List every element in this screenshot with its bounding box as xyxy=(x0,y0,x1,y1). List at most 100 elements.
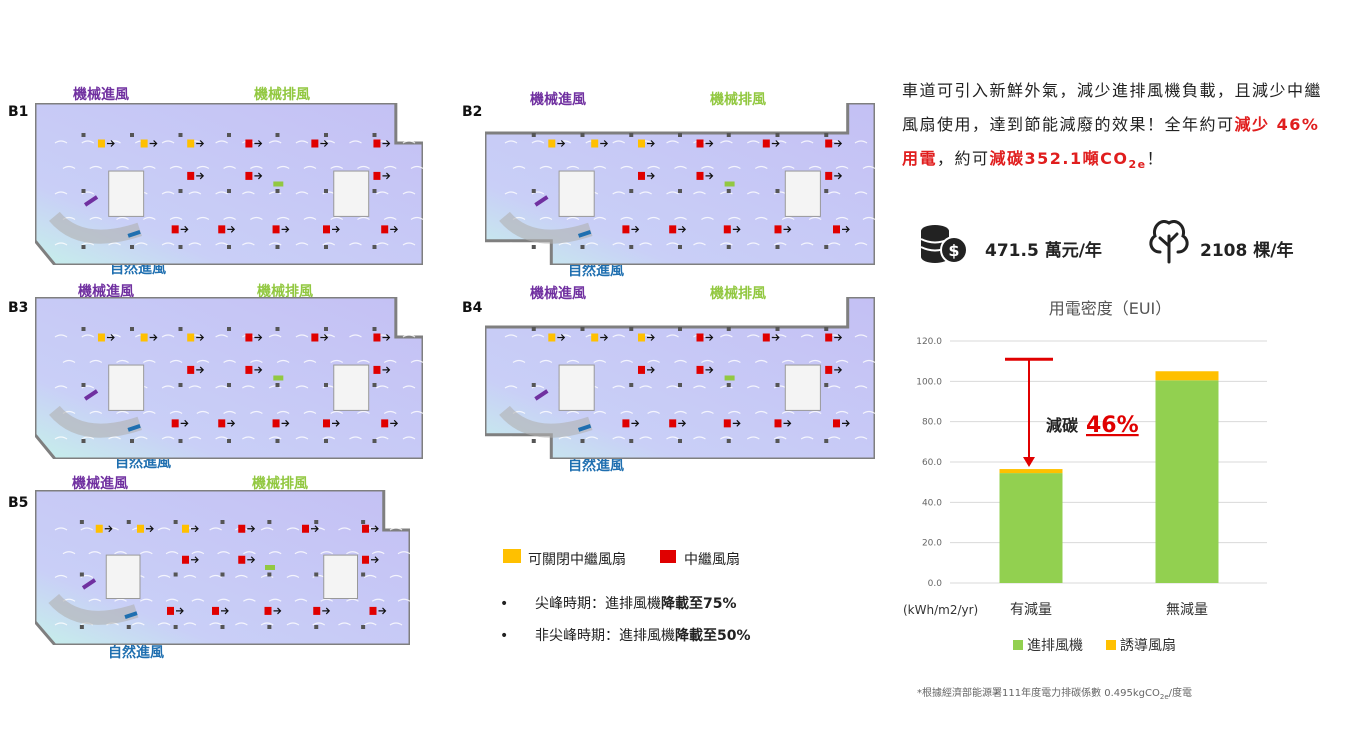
relay-fan xyxy=(245,333,253,342)
y-tick-label: 100.0 xyxy=(916,377,942,387)
column xyxy=(824,133,829,137)
airflow-arrow xyxy=(631,225,640,233)
switchable-fan xyxy=(97,139,105,148)
flow-streak xyxy=(346,551,359,555)
y-tick-label: 120.0 xyxy=(916,337,942,347)
flow-streak xyxy=(276,165,290,170)
flow-streak xyxy=(835,165,849,170)
relay-fan xyxy=(762,139,770,148)
flow-streak xyxy=(188,436,202,440)
column xyxy=(178,245,183,249)
flow-streak xyxy=(402,242,416,246)
flow-streak xyxy=(701,410,714,415)
flow-streak xyxy=(139,598,153,602)
flow-streak xyxy=(188,385,202,389)
legend-swatch xyxy=(1106,640,1116,650)
relay-fan xyxy=(245,171,253,180)
flow-streak xyxy=(693,385,706,389)
column xyxy=(79,572,84,577)
flow-streak xyxy=(161,242,175,246)
flow-streak xyxy=(54,140,68,144)
bullet-offpeak-text: 非尖峰時期：進排風機 xyxy=(534,628,675,644)
flow-streak xyxy=(139,551,153,555)
column xyxy=(178,383,183,387)
flow-streak xyxy=(754,410,768,415)
relay-fan xyxy=(381,225,389,234)
flow-streak xyxy=(268,598,282,602)
switchable-fan xyxy=(97,333,105,342)
column xyxy=(824,327,829,331)
relay-fan xyxy=(373,333,381,342)
stair-core xyxy=(333,170,370,217)
relay-fan xyxy=(238,524,246,533)
mech-intake-label: 機械進風 xyxy=(73,87,129,103)
stair-core xyxy=(105,554,141,599)
column xyxy=(227,327,231,331)
money-saving: 471.5 萬元/年 xyxy=(985,241,1102,261)
flow-streak xyxy=(330,165,344,170)
airflow-arrow xyxy=(227,419,236,427)
airflow-arrow xyxy=(320,334,329,341)
airflow-arrow xyxy=(281,419,290,427)
column xyxy=(531,245,536,249)
airflow-arrow xyxy=(557,140,566,147)
relay-fan xyxy=(369,606,377,615)
footnote-sub: 2e xyxy=(1159,693,1169,701)
flow-streak xyxy=(89,216,103,221)
airflow-arrow xyxy=(382,334,391,341)
flow-streak xyxy=(593,410,607,415)
flow-streak xyxy=(504,242,518,246)
column xyxy=(314,520,319,524)
flow-streak xyxy=(402,140,416,144)
column xyxy=(314,572,319,577)
airflow-arrow xyxy=(732,225,741,233)
floor-plan xyxy=(35,490,410,645)
flow-streak xyxy=(276,359,290,364)
flow-streak xyxy=(647,359,660,364)
mech-exhaust-label: 機械排風 xyxy=(254,87,310,103)
column xyxy=(726,383,731,387)
column xyxy=(678,439,682,443)
column xyxy=(227,245,231,249)
column xyxy=(775,189,780,193)
flow-streak xyxy=(215,242,228,246)
flow-streak xyxy=(62,165,76,170)
airflow-arrow xyxy=(705,172,714,180)
mech-exhaust-label: 機械排風 xyxy=(257,284,313,300)
airflow-arrow xyxy=(322,607,331,615)
stair-core xyxy=(784,364,821,411)
flow-streak xyxy=(593,216,607,221)
column xyxy=(678,245,682,249)
column xyxy=(824,383,829,387)
bullet-peak: • 尖峰時期：進排風機降載至75% xyxy=(500,596,737,612)
flow-streak xyxy=(835,410,849,415)
flow-streak xyxy=(89,359,103,364)
column xyxy=(726,439,731,443)
column xyxy=(220,572,225,577)
airflow-arrow xyxy=(320,140,329,147)
svg-text:$: $ xyxy=(948,241,959,260)
airflow-arrow xyxy=(227,225,236,233)
airflow-arrow xyxy=(705,140,714,147)
flow-streak xyxy=(720,385,733,389)
flow-streak xyxy=(728,165,741,170)
flow-streak xyxy=(286,574,300,579)
flow-streak xyxy=(106,527,119,531)
tree-icon xyxy=(1149,220,1189,264)
flow-streak xyxy=(593,359,607,364)
flow-streak xyxy=(88,551,102,555)
mech-intake-label: 機械進風 xyxy=(72,476,128,492)
column xyxy=(531,189,536,193)
mech-exhaust-label: 機械排風 xyxy=(710,92,766,108)
switchable-fan xyxy=(187,333,195,342)
y-tick-label: 80.0 xyxy=(922,418,942,428)
natural-intake-label: 自然進風 xyxy=(568,458,624,474)
flow-streak xyxy=(754,359,768,364)
relay-fan xyxy=(238,555,246,564)
switchable-fan xyxy=(140,333,148,342)
column xyxy=(629,383,634,387)
column xyxy=(629,327,634,331)
ramp xyxy=(49,211,142,244)
airflow-arrow xyxy=(834,140,843,147)
flow-streak xyxy=(375,191,389,195)
